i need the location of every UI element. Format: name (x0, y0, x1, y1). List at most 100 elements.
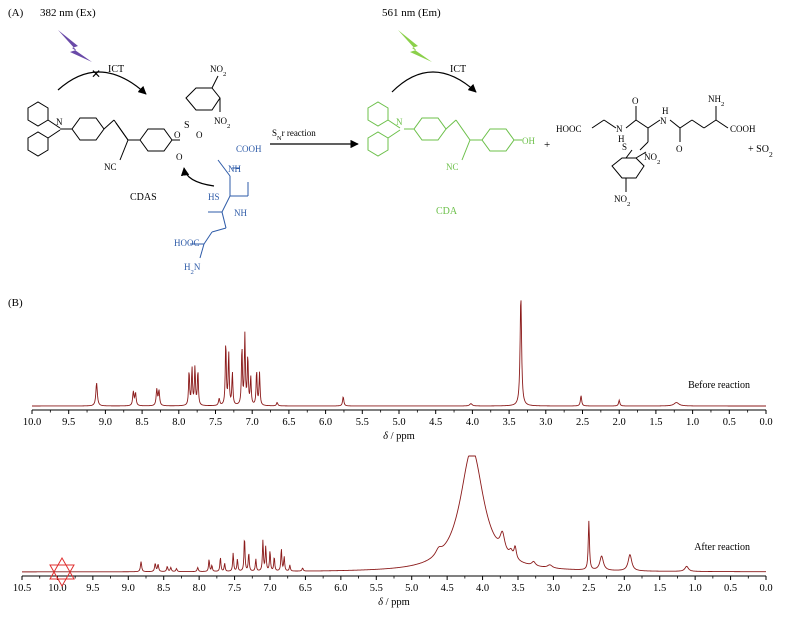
x-tick-label: 2.5 (576, 417, 589, 428)
panel-a-label: (A) (8, 7, 24, 19)
x-tick-label: 4.5 (429, 417, 442, 428)
x-tick-label: 9.0 (99, 417, 112, 428)
ict-blocked-arrow (57, 71, 147, 95)
x-tick-label: 1.5 (653, 583, 666, 594)
x-tick-label: 2.0 (613, 417, 626, 428)
x-tick-label: 7.0 (263, 583, 276, 594)
x-tick-label: 0.5 (724, 583, 737, 594)
gsh-hooc: HOOC (174, 238, 200, 248)
x-tick-label: 0.5 (723, 417, 736, 428)
plus-sign-1: + (544, 139, 550, 151)
cdas-no2-side: NO2 (214, 116, 230, 130)
cdas-name: CDAS (130, 192, 157, 203)
x-tick-label: 1.0 (686, 417, 699, 428)
x-tick-label: 3.0 (539, 417, 552, 428)
spectrum-annotation: Before reaction (688, 380, 750, 391)
cdas-s-atom: S (184, 120, 190, 131)
x-tick-label: 8.0 (172, 417, 185, 428)
spectrum-annotation: After reaction (694, 542, 750, 553)
adduct-cooh: COOH (730, 124, 756, 134)
x-tick-label: 3.5 (511, 583, 524, 594)
x-tick-label: 2.5 (582, 583, 595, 594)
adduct-no2-bottom: NO2 (614, 194, 630, 208)
hexagram-marker-icon (49, 556, 75, 588)
x-tick-label: 10.0 (23, 417, 41, 428)
cda-oh-group: OH (522, 136, 535, 146)
adduct-hooc: HOOC (556, 124, 582, 134)
plus-so2: + SO2 (748, 144, 773, 159)
excitation-bolt-icon (58, 30, 92, 62)
x-axis-label: δ / ppm (378, 597, 410, 608)
x-tick-label: 6.0 (319, 417, 332, 428)
adduct-nh2: NH2 (708, 94, 724, 108)
cdas-nc-group: NC (104, 162, 117, 172)
x-tick-label: 3.5 (503, 417, 516, 428)
gsh-structure (190, 159, 249, 259)
x-tick-label: 0.0 (759, 583, 772, 594)
x-tick-label: 10.5 (13, 583, 31, 594)
cdas-n-atom: N (56, 117, 63, 127)
x-tick-label: 9.0 (122, 583, 135, 594)
gsh-cooh: COOH (236, 144, 262, 154)
panel-a: (A) 382 nm (Ex) 561 nm (Em) ✕ ICT ICT (8, 7, 773, 276)
panel-b-label: (B) (8, 297, 23, 309)
x-tick-label: 4.5 (441, 583, 454, 594)
x-tick-label: 4.0 (466, 417, 479, 428)
adduct-n1: N (616, 124, 623, 134)
x-tick-label: 7.5 (209, 417, 222, 428)
cdas-so-o1: O (174, 130, 181, 140)
x-tick-label: 4.0 (476, 583, 489, 594)
cdas-no2-top: NO2 (210, 64, 226, 78)
x-tick-label: 5.0 (392, 417, 405, 428)
cdas-o-atom: O (176, 152, 183, 162)
x-tick-label: 10.0 (48, 583, 66, 594)
x-tick-label: 6.5 (299, 583, 312, 594)
adduct-n2: N (660, 116, 667, 126)
cda-n-atom: N (396, 117, 403, 127)
x-tick-label: 5.5 (370, 583, 383, 594)
cdas-so-o2: O (196, 130, 203, 140)
x-tick-label: 7.0 (246, 417, 259, 428)
x-tick-label: 2.0 (618, 583, 631, 594)
x-tick-label: 1.0 (689, 583, 702, 594)
x-tick-label: 7.5 (228, 583, 241, 594)
x-tick-label: 5.5 (356, 417, 369, 428)
adduct-structure (591, 106, 729, 192)
x-axis-label: δ / ppm (383, 431, 415, 442)
spectrum-trace (32, 300, 766, 407)
x-tick-label: 0.0 (759, 417, 772, 428)
x-tick-label: 3.0 (547, 583, 560, 594)
ict-product-arrow (391, 71, 477, 93)
gsh-nh-mid: NH (234, 208, 247, 218)
x-tick-label: 9.5 (86, 583, 99, 594)
gsh-nh-top: NH (228, 164, 241, 174)
gsh-h2n: H2N (184, 262, 201, 276)
x-tick-label: 8.5 (157, 583, 170, 594)
x-tick-label: 6.0 (334, 583, 347, 594)
adduct-o-top: O (632, 96, 639, 106)
x-tick-label: 8.0 (193, 583, 206, 594)
emission-label: 561 nm (Em) (382, 7, 441, 19)
cdas-structure (27, 75, 221, 161)
cda-structure (367, 101, 522, 161)
adduct-o-bottom: O (676, 144, 683, 154)
ict-label: ICT (108, 64, 124, 75)
cda-name: CDA (436, 206, 458, 217)
gsh-hs: HS (208, 192, 220, 202)
adduct-h2: H (662, 106, 669, 116)
x-tick-label: 9.5 (62, 417, 75, 428)
x-tick-label: 8.5 (136, 417, 149, 428)
cda-nc-group: NC (446, 162, 459, 172)
nmr-spectrum-after: 10.5 10.0 9.5 9.0 8.5 8.0 7.5 7.0 6.5 6.0 5.5 5.0 4.… (13, 455, 773, 608)
gsh-attack-arrow (180, 167, 215, 187)
excitation-label: 382 nm (Ex) (40, 7, 96, 19)
emission-bolt-icon (398, 30, 432, 62)
x-tick-label: 5.0 (405, 583, 418, 594)
adduct-no2-side: NO2 (644, 152, 660, 166)
reaction-label: SNr reaction (272, 128, 316, 142)
x-tick-label: 6.5 (282, 417, 295, 428)
nmr-spectrum-before: 10.0 9.5 9.0 8.5 8.0 7.5 7.0 6.5 6.0 5.5 5.0 4.5 4.0… (23, 300, 773, 442)
x-tick-label: 1.5 (649, 417, 662, 428)
adduct-s-atom: S (622, 142, 627, 152)
